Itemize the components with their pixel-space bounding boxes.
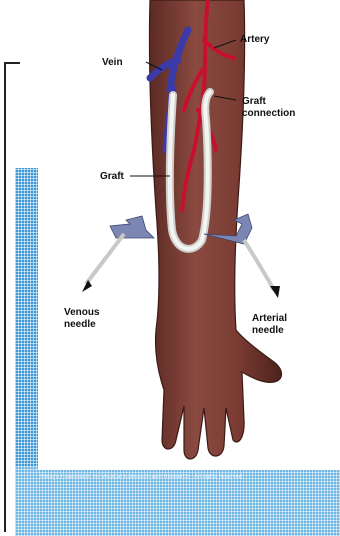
arm-graft-illustration: Artery Vein Graft connection Graft Venou… (38, 0, 340, 470)
label-graft-connection-line1: Graft (242, 96, 266, 107)
frame-line-left (4, 62, 6, 532)
copyright-text: ©Mayo Foundation for Medical Education a… (40, 474, 338, 480)
label-graft-connection-line2: connection (242, 108, 295, 119)
label-vein: Vein (102, 57, 123, 68)
label-arterial-line2: needle (252, 325, 284, 336)
label-artery: Artery (240, 34, 269, 45)
frame-line-top (4, 62, 20, 64)
label-arterial-line1: Arterial (252, 313, 287, 324)
label-venous-line2: needle (64, 319, 96, 330)
arm-drawing (38, 0, 340, 470)
venous-needle (82, 216, 154, 292)
label-graft: Graft (100, 171, 124, 182)
label-venous-line1: Venous (64, 307, 100, 318)
